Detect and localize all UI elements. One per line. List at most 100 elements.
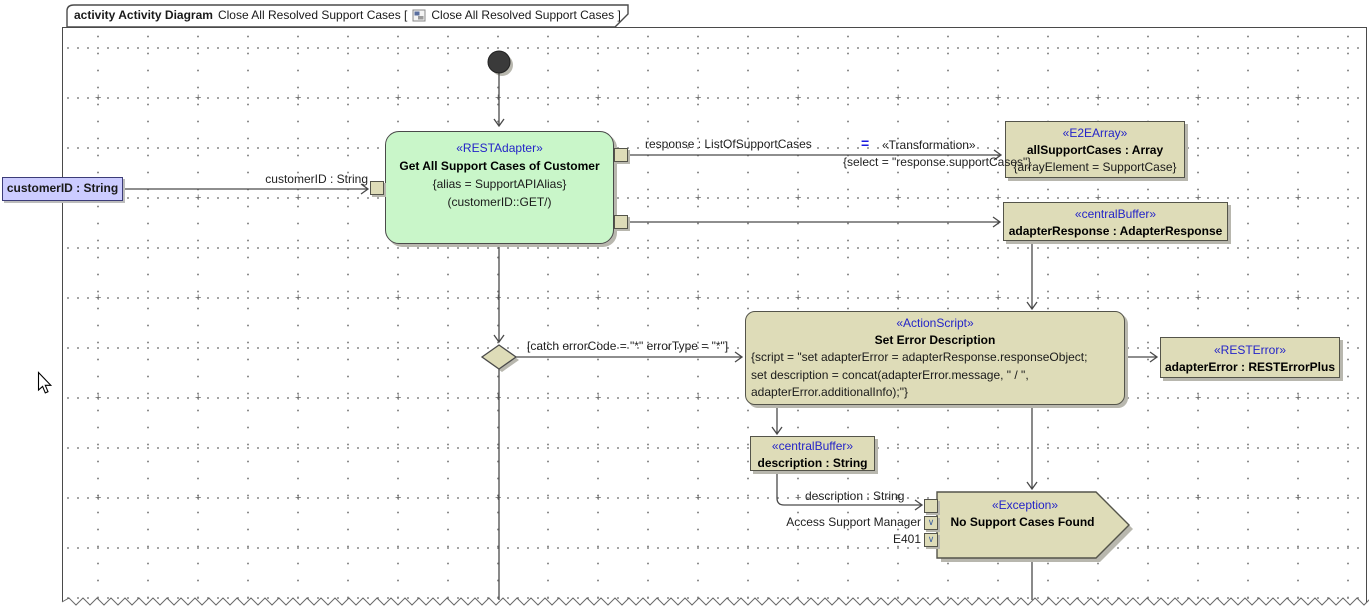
grid-plus-marker: + [695,292,702,304]
grid-plus-marker: + [595,292,602,304]
grid-plus-marker: + [795,192,802,204]
grid-plus-marker: + [495,92,502,104]
grid-plus-marker: + [295,292,302,304]
e2earray-name: allSupportCases : Array [1026,143,1164,157]
grid-plus-marker: + [895,292,902,304]
output-pin-response[interactable] [614,148,628,162]
action-set-error-description[interactable]: «ActionScript» Set Error Description {sc… [745,311,1125,405]
resterror-stereotype: «RESTError» [1213,343,1287,357]
output-pin-adapterresponse[interactable] [614,215,628,229]
grid-plus-marker: + [495,292,502,304]
description-name: description : String [757,456,868,470]
grid-plus-marker: + [1295,292,1302,304]
grid-plus-marker: + [795,92,802,104]
centralbuffer-adapterresponse[interactable]: «centralBuffer» adapterResponse : Adapte… [1003,202,1228,241]
edge-label-description: description : String [805,489,905,503]
grid-plus-marker: + [895,192,902,204]
grid-plus-marker: + [995,292,1002,304]
adapterresponse-stereotype: «centralBuffer» [1074,207,1157,221]
rest-adapter-alias: {alias = SupportAPIAlias} [432,177,567,191]
frame-title: activity Activity Diagram Close All Reso… [74,8,621,22]
exception-name: No Support Cases Found [950,515,1095,529]
edge-label-select-tag: {select = "response.supportCases"} [843,155,1032,169]
grid-plus-marker: + [295,492,302,504]
grid-plus-marker: + [95,492,102,504]
grid-plus-marker: + [95,92,102,104]
grid-plus-marker: + [1095,292,1102,304]
edge-label-catch-guard: [catch errorCode = "*" errorType = "*"] [527,339,729,353]
grid-plus-marker: + [495,492,502,504]
grid-plus-marker: + [695,192,702,204]
grid-plus-marker: + [395,392,402,404]
exception-value-pin-access[interactable]: ∨ [924,516,938,530]
actionscript-script: {script = "set adapterError = adapterRes… [746,349,1124,402]
grid-plus-marker: + [295,92,302,104]
exception-stereotype: «Exception» [991,498,1059,512]
grid-plus-marker: + [695,492,702,504]
grid-plus-marker: + [895,92,902,104]
grid-plus-marker: + [1195,92,1202,104]
grid-plus-marker: + [795,492,802,504]
script-line-2: set description = concat(adapterError.me… [751,367,1029,382]
grid-plus-marker: + [1295,392,1302,404]
input-pin-customerid[interactable] [370,181,384,195]
value-pin-icon: ∨ [927,534,935,544]
script-line-1: {script = "set adapterError = adapterRes… [751,350,1088,364]
object-allsupportcases[interactable]: «E2EArray» allSupportCases : Array {arra… [1005,121,1185,178]
grid-plus-marker: + [995,92,1002,104]
grid-plus-marker: + [595,92,602,104]
exception-value-pin-e401[interactable]: ∨ [924,533,938,547]
grid-plus-marker: + [395,492,402,504]
grid-plus-marker: + [1195,292,1202,304]
script-line-3: adapterError.additionalInfo);"} [751,385,909,399]
activity-diagram-icon [412,9,426,21]
rest-adapter-params: (customerID::GET/) [447,195,552,209]
object-adaptererror[interactable]: «RESTError» adapterError : RESTErrorPlus [1160,337,1340,378]
parameter-label: customerID : String [6,181,119,195]
grid-plus-marker: + [95,392,102,404]
edge-label-customerid: customerID : String [265,172,368,186]
pin-label-e401: E401 [892,532,921,546]
pin-label-access-support-manager: Access Support Manager [786,515,921,529]
actionscript-name: Set Error Description [874,333,996,347]
frame-title-pre: Close All Resolved Support Cases [ [217,8,408,22]
rest-adapter-stereotype: «RESTAdapter» [456,141,543,155]
grid-plus-marker: + [1295,192,1302,204]
grid-plus-marker: + [195,192,202,204]
grid-plus-marker: + [1195,492,1202,504]
grid-plus-marker: + [795,292,802,304]
mouse-cursor [37,371,53,394]
action-rest-adapter[interactable]: «RESTAdapter» Get All Support Cases of C… [385,131,614,244]
grid-plus-marker: + [695,92,702,104]
exception-pin-description[interactable] [924,499,938,513]
grid-plus-marker: + [495,392,502,404]
grid-plus-marker: + [395,292,402,304]
transformation-equals-icon: = [861,135,870,151]
e2earray-tag: {arrayElement = SupportCase} [1013,160,1177,174]
grid-plus-marker: + [1095,92,1102,104]
frame-keyword: activity Activity Diagram [74,8,213,22]
e2earray-stereotype: «E2EArray» [1062,126,1128,140]
grid-plus-marker: + [295,392,302,404]
grid-plus-marker: + [995,192,1002,204]
grid-plus-marker: + [295,192,302,204]
actionscript-stereotype: «ActionScript» [896,316,974,330]
value-pin-icon: ∨ [927,517,935,527]
resterror-name: adapterError : RESTErrorPlus [1164,360,1336,374]
diagram-frame: + + + + + + + + + + + + + + + + + + + + + + + + + + + + + + + + + + + + + + + +… [62,27,1367,603]
grid-plus-marker: + [1295,492,1302,504]
grid-plus-marker: + [1295,92,1302,104]
grid-plus-marker: + [195,92,202,104]
grid-plus-marker: + [195,292,202,304]
frame-title-post: Close All Resolved Support Cases ] [431,8,621,22]
centralbuffer-description[interactable]: «centralBuffer» description : String [750,436,875,471]
adapterresponse-name: adapterResponse : AdapterResponse [1008,224,1223,238]
edge-label-response: response : ListOfSupportCases [645,137,812,151]
activity-parameter-customerid[interactable]: customerID : String [2,177,123,201]
grid-plus-marker: + [1195,392,1202,404]
grid-plus-marker: + [195,392,202,404]
grid-plus-marker: + [595,492,602,504]
grid-plus-marker: + [95,292,102,304]
rest-adapter-name: Get All Support Cases of Customer [399,159,600,173]
